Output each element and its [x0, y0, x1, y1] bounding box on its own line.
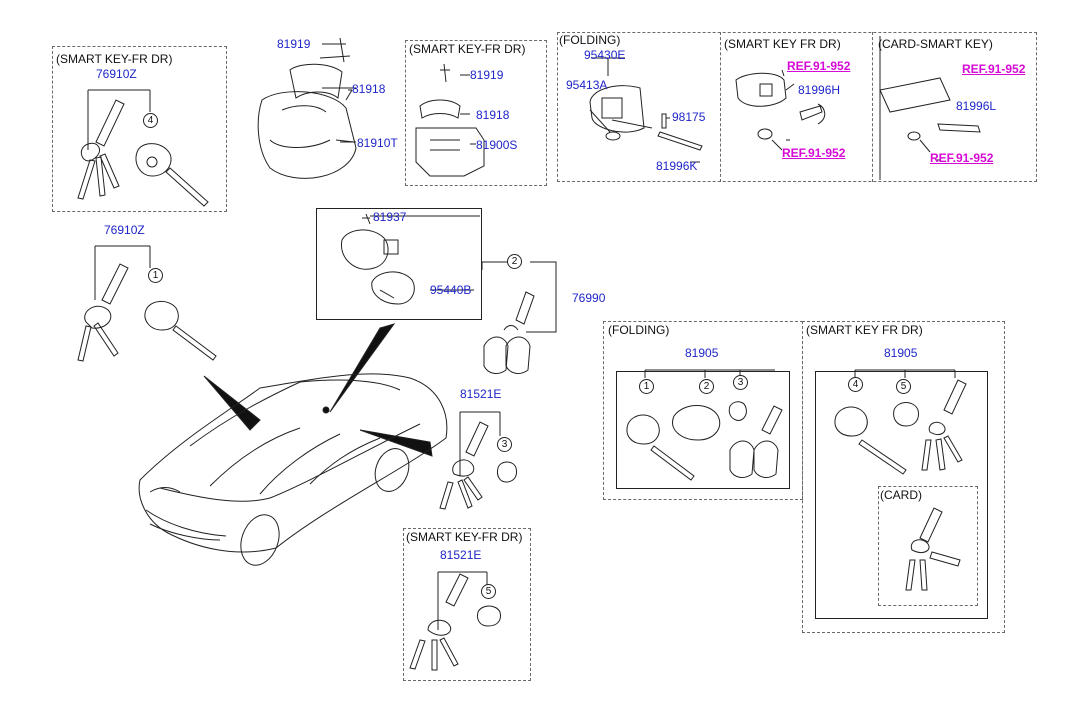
group-title-smart-key-fr-dr: (SMART KEY FR DR): [806, 323, 923, 337]
part-number-76910Z[interactable]: 76910Z: [104, 223, 145, 237]
folding-key-95430E: [589, 57, 703, 151]
callout-number: 1: [148, 268, 163, 283]
inner-box-folding-81905: [616, 371, 790, 489]
switch-95440B: [340, 213, 415, 305]
group-box-smart-81905: [802, 321, 1005, 633]
part-number-95430E[interactable]: 95430E: [584, 48, 626, 62]
group-title-smart-key-fr-dr: (SMART KEY-FR DR): [406, 530, 523, 544]
part-number-81521E[interactable]: 81521E: [440, 548, 482, 562]
callout-number: 1: [639, 379, 654, 394]
part-number-81905[interactable]: 81905: [884, 346, 918, 360]
key-set-76910Z: [77, 245, 217, 362]
card-key-81996L: [879, 77, 981, 153]
part-number-98175[interactable]: 98175: [672, 110, 706, 124]
pointer-wedge-1: [203, 375, 261, 431]
key-set-81521E-smart: [409, 571, 501, 671]
part-number-95413A[interactable]: 95413A: [566, 78, 608, 92]
callout-number: 4: [143, 113, 158, 128]
reference-link[interactable]: REF.91-952: [787, 59, 851, 73]
group-box-card: [878, 486, 978, 606]
group-title-folding: (FOLDING): [608, 323, 670, 337]
part-number-81919[interactable]: 81919: [277, 37, 311, 51]
group-box-81521E-smart: [403, 528, 531, 681]
key-set-76910Z-smart: [77, 89, 209, 207]
key-set-81521E: [439, 411, 517, 510]
group-box-81900S: [405, 40, 547, 186]
callout-number: 3: [733, 375, 748, 390]
part-number-81918[interactable]: 81918: [476, 108, 510, 122]
key-set-81905-folding: [626, 369, 783, 481]
group-box-folding-top: [557, 32, 1037, 182]
group-title-card-smart-key: (CARD-SMART KEY): [878, 37, 993, 51]
part-number-81521E[interactable]: 81521E: [460, 387, 502, 401]
part-number-81996L[interactable]: 81996L: [956, 99, 997, 113]
reference-link[interactable]: REF.91-952: [930, 151, 994, 165]
group-box-95440B: [316, 208, 482, 320]
pointer-wedge-3: [359, 429, 433, 457]
inner-box-smart-81905: [815, 371, 988, 619]
divider-1: [720, 32, 721, 182]
callout-number: 2: [699, 379, 714, 394]
callout-number: 4: [848, 377, 863, 392]
part-number-76990[interactable]: 76990: [572, 291, 606, 305]
part-number-81996K[interactable]: 81996K: [656, 159, 698, 173]
part-number-81919[interactable]: 81919: [470, 68, 504, 82]
group-title-smart-key-fr-dr: (SMART KEY-FR DR): [409, 42, 526, 56]
group-title-smart-key-fr-dr: (SMART KEY FR DR): [724, 37, 841, 51]
part-number-95440B[interactable]: 95440B: [430, 283, 472, 297]
key-set-81905-smart: [834, 369, 967, 475]
smart-key-81996H: [735, 69, 826, 151]
divider-2: [872, 32, 873, 182]
part-number-81937[interactable]: 81937: [373, 210, 407, 224]
group-title-folding: (FOLDING): [559, 33, 621, 47]
callout-number: 2: [507, 254, 522, 269]
key-set-76990: [481, 261, 557, 374]
group-box-76910Z-smart: [52, 46, 227, 212]
part-number-81996H[interactable]: 81996H: [798, 83, 841, 97]
callout-number: 5: [896, 379, 911, 394]
callout-number: 3: [497, 437, 512, 452]
part-number-81900S[interactable]: 81900S: [476, 138, 518, 152]
callout-number: 5: [481, 584, 496, 599]
car-outline: [138, 373, 448, 566]
group-title-card: (CARD): [880, 488, 922, 502]
part-number-76910Z[interactable]: 76910Z: [96, 67, 137, 81]
part-number-81918[interactable]: 81918: [352, 82, 386, 96]
reference-link[interactable]: REF.91-952: [962, 62, 1026, 76]
part-number-81910T[interactable]: 81910T: [357, 136, 398, 150]
ignition-lock-81910T: [257, 37, 357, 179]
group-title-smart-key-fr-dr: (SMART KEY-FR DR): [56, 52, 173, 66]
part-number-81905[interactable]: 81905: [685, 346, 719, 360]
reference-link[interactable]: REF.91-952: [782, 146, 846, 160]
switch-81900S: [415, 63, 485, 177]
key-set-card: [905, 507, 961, 591]
pointer-wedge-2: [329, 323, 396, 413]
